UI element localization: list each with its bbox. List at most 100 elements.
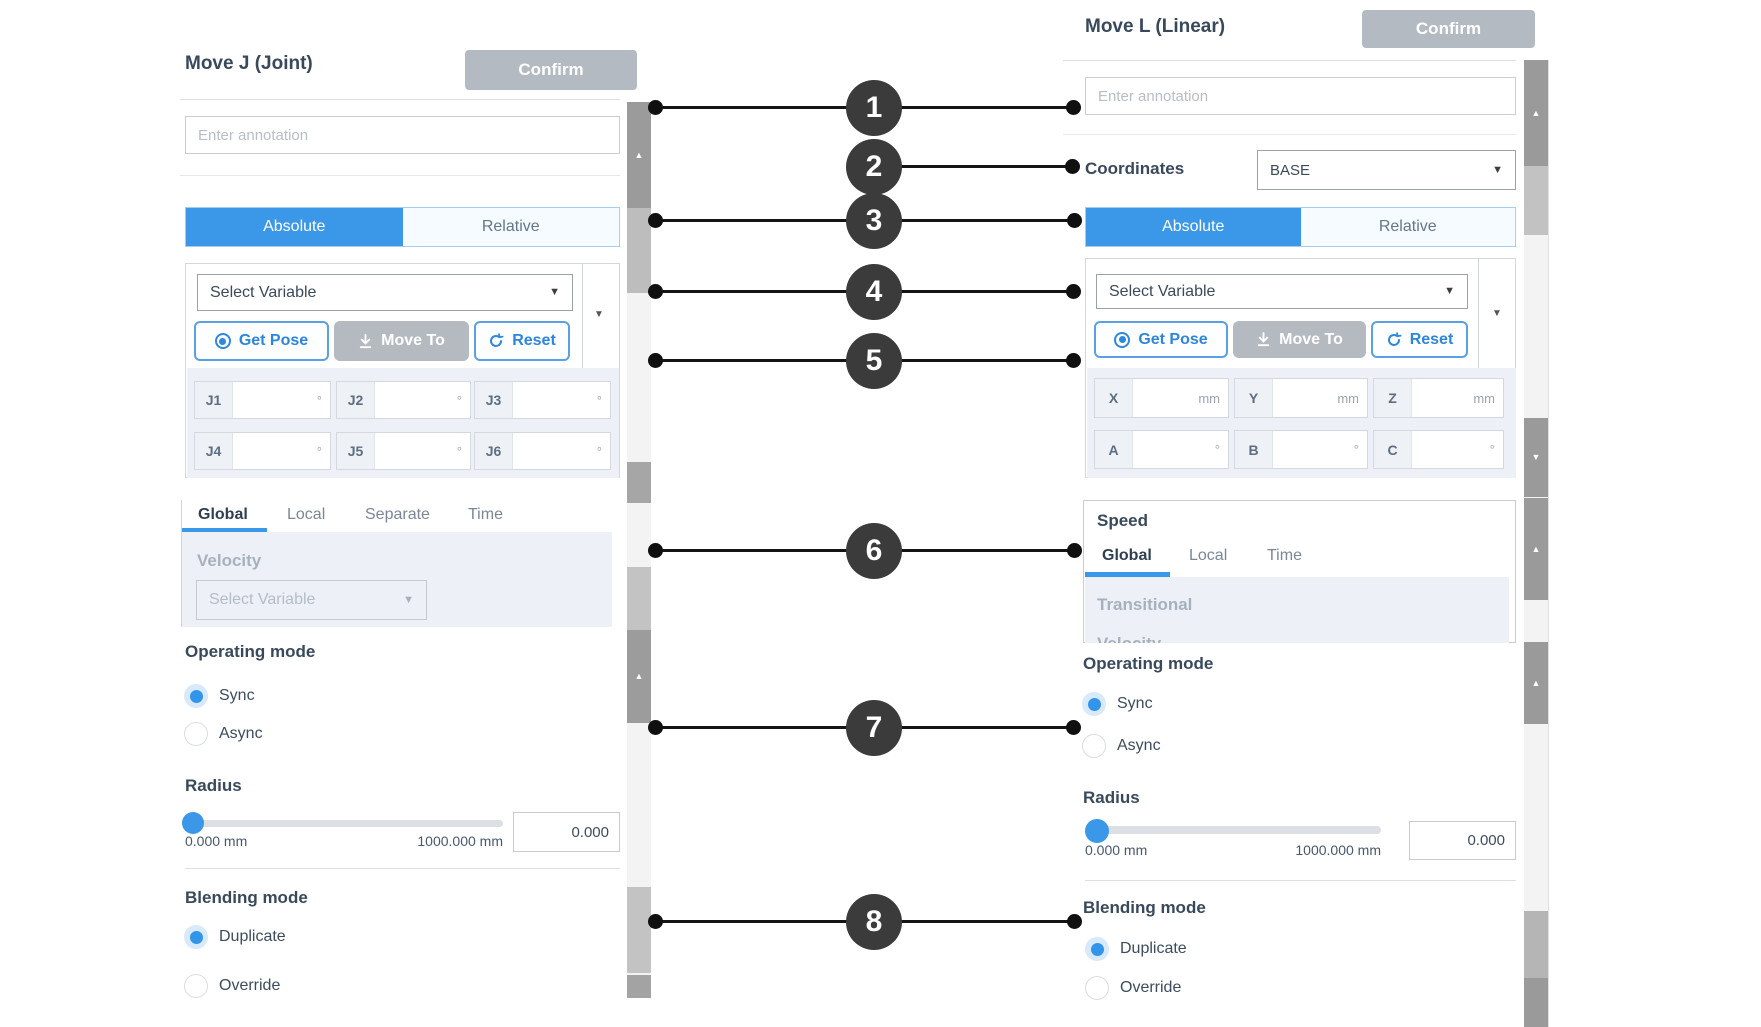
radio-selected-icon[interactable] xyxy=(184,925,208,949)
divider xyxy=(1478,259,1479,368)
j4-input[interactable] xyxy=(233,433,317,469)
radius-slider-track[interactable] xyxy=(1085,826,1381,834)
velocity-label-clipped: Velocity xyxy=(1097,634,1161,643)
active-tab-underline xyxy=(182,528,267,532)
radius-slider-handle[interactable] xyxy=(1085,819,1109,843)
radius-slider-track[interactable] xyxy=(185,820,503,827)
j1-input[interactable] xyxy=(233,382,317,418)
field-label: B xyxy=(1235,431,1273,468)
radius-value-input[interactable] xyxy=(1409,821,1516,860)
reset-button[interactable]: Reset xyxy=(474,321,570,361)
j2-input[interactable] xyxy=(375,382,457,418)
annotation-input[interactable] xyxy=(1085,77,1516,115)
right-panel-scrollbar[interactable]: ▲ ▼ ▲ ▲ xyxy=(1524,60,1549,1027)
expand-panel-icon[interactable]: ▼ xyxy=(1492,308,1502,319)
radio-unselected-icon[interactable] xyxy=(1085,976,1109,1000)
sync-radio-option[interactable]: Sync xyxy=(1082,692,1153,716)
override-radio-option[interactable]: Override xyxy=(184,974,280,998)
divider xyxy=(1085,880,1516,881)
scroll-down-icon: ▼ xyxy=(1531,452,1541,462)
page-title: Move J (Joint) xyxy=(185,53,313,74)
override-radio-option[interactable]: Override xyxy=(1085,976,1181,1000)
j5-input[interactable] xyxy=(375,433,457,469)
scroll-up-button[interactable]: ▲ xyxy=(627,630,651,723)
tab-absolute[interactable]: Absolute xyxy=(1086,208,1301,246)
speed-content-area: Transitional Velocity xyxy=(1085,577,1509,643)
reset-button[interactable]: Reset xyxy=(1371,321,1468,358)
j6-input[interactable] xyxy=(513,433,597,469)
radius-value-input[interactable] xyxy=(513,812,620,852)
coordinates-select[interactable]: BASE ▼ xyxy=(1257,150,1516,190)
move-to-button[interactable]: Move To xyxy=(334,321,469,361)
confirm-button[interactable]: Confirm xyxy=(1362,10,1535,48)
speed-tab-separate[interactable]: Separate xyxy=(365,506,430,523)
speed-box: Speed Global Local Time Transitional Vel… xyxy=(1083,500,1516,643)
async-radio-option[interactable]: Async xyxy=(1082,734,1161,758)
callout-5: 5 xyxy=(846,333,902,389)
scrollbar-thumb[interactable] xyxy=(627,567,651,630)
left-panel-scrollbar[interactable]: ▲ ▲ xyxy=(627,102,651,998)
tab-relative[interactable]: Relative xyxy=(1300,208,1515,246)
scroll-up-button[interactable]: ▲ xyxy=(1524,642,1548,724)
speed-tab-time[interactable]: Time xyxy=(1267,547,1302,564)
get-pose-button[interactable]: Get Pose xyxy=(1094,321,1228,358)
move-to-button[interactable]: Move To xyxy=(1233,321,1366,358)
scrollbar-thumb[interactable] xyxy=(627,208,651,293)
scrollbar-thumb[interactable] xyxy=(627,887,651,973)
radio-selected-icon[interactable] xyxy=(1082,692,1106,716)
download-arrow-icon xyxy=(1258,332,1270,347)
scrollbar-thumb[interactable] xyxy=(627,462,651,503)
j3-input[interactable] xyxy=(513,382,597,418)
annotation-input[interactable] xyxy=(185,116,620,154)
get-pose-button[interactable]: Get Pose xyxy=(194,321,329,361)
x-input[interactable] xyxy=(1133,379,1199,417)
move-to-label: Move To xyxy=(381,332,445,349)
pose-field-b: B ° xyxy=(1234,430,1368,469)
scrollbar-thumb[interactable] xyxy=(627,975,651,998)
speed-tab-global[interactable]: Global xyxy=(1102,547,1152,564)
move-l-panel: Move L (Linear) Confirm Coordinates BASE… xyxy=(1050,0,1550,1027)
scroll-up-button[interactable]: ▲ xyxy=(1524,60,1548,166)
sync-radio-option[interactable]: Sync xyxy=(184,684,255,708)
scrollbar-thumb[interactable] xyxy=(1524,978,1548,1027)
radio-unselected-icon[interactable] xyxy=(184,974,208,998)
duplicate-radio-option[interactable]: Duplicate xyxy=(1085,937,1187,961)
duplicate-radio-option[interactable]: Duplicate xyxy=(184,925,286,949)
radius-slider-handle[interactable] xyxy=(182,812,204,834)
c-input[interactable] xyxy=(1412,431,1490,468)
z-input[interactable] xyxy=(1412,379,1474,417)
scroll-up-button[interactable]: ▲ xyxy=(627,102,651,208)
joint-field-j5: J5 ° xyxy=(336,432,471,470)
callout-7: 7 xyxy=(846,700,902,756)
tab-relative[interactable]: Relative xyxy=(402,208,619,246)
scroll-up-button[interactable]: ▲ xyxy=(1524,498,1548,600)
radio-selected-icon[interactable] xyxy=(184,684,208,708)
confirm-button[interactable]: Confirm xyxy=(465,50,637,90)
speed-tab-global[interactable]: Global xyxy=(198,506,248,523)
radius-max-label: 1000.000 mm xyxy=(417,833,503,849)
expand-panel-icon[interactable]: ▼ xyxy=(594,309,604,320)
chevron-down-icon: ▼ xyxy=(549,286,560,298)
velocity-select-disabled[interactable]: Select Variable ▼ xyxy=(196,580,427,620)
callout-dot xyxy=(648,720,663,735)
speed-tab-local[interactable]: Local xyxy=(287,506,326,523)
async-radio-option[interactable]: Async xyxy=(184,722,263,746)
speed-tab-local[interactable]: Local xyxy=(1189,547,1228,564)
speed-tab-time[interactable]: Time xyxy=(468,506,503,523)
scrollbar-thumb[interactable] xyxy=(1524,166,1548,235)
variable-select[interactable]: Select Variable ▼ xyxy=(1096,274,1468,309)
y-input[interactable] xyxy=(1273,379,1338,417)
radio-unselected-icon[interactable] xyxy=(1082,734,1106,758)
scrollbar-thumb[interactable] xyxy=(1524,911,1548,978)
unit-label: ° xyxy=(316,392,322,408)
variable-select[interactable]: Select Variable ▼ xyxy=(197,274,573,311)
unit-label: mm xyxy=(1337,390,1359,406)
pose-field-x: X mm xyxy=(1094,378,1229,418)
divider xyxy=(185,868,620,869)
a-input[interactable] xyxy=(1133,431,1215,468)
b-input[interactable] xyxy=(1273,431,1354,468)
radio-unselected-icon[interactable] xyxy=(184,722,208,746)
radio-selected-icon[interactable] xyxy=(1085,937,1109,961)
tab-absolute[interactable]: Absolute xyxy=(186,208,403,246)
scroll-down-button[interactable]: ▼ xyxy=(1524,418,1548,497)
